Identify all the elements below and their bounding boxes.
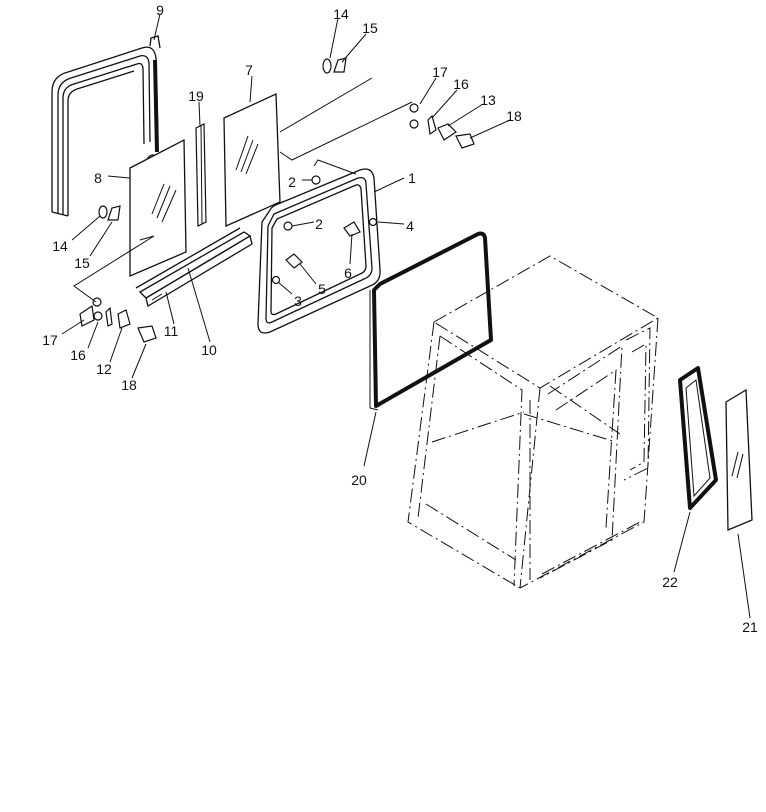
clip-icon bbox=[283, 221, 293, 231]
hardware-top-center bbox=[322, 57, 347, 74]
hardware-right bbox=[409, 103, 475, 149]
part-20-window-seal bbox=[369, 231, 493, 411]
callout-12: 12 bbox=[96, 361, 112, 377]
callout-18: 18 bbox=[506, 108, 522, 124]
part-19-seal-strip bbox=[195, 123, 207, 227]
callout-21: 21 bbox=[742, 619, 758, 635]
callout-11: 11 bbox=[164, 323, 179, 339]
hardware-left bbox=[98, 205, 121, 221]
clip-icon bbox=[368, 217, 378, 227]
callout-14: 14 bbox=[333, 6, 349, 22]
part-21-side-glass bbox=[725, 388, 753, 531]
callout-5: 5 bbox=[318, 281, 326, 297]
callout-4: 4 bbox=[406, 218, 414, 234]
callout-8: 8 bbox=[94, 170, 102, 186]
callout-10: 10 bbox=[201, 342, 217, 358]
fasteners-frame bbox=[285, 175, 361, 269]
part-7-fixed-glass bbox=[223, 93, 281, 227]
part-10-lower-rail bbox=[138, 231, 253, 308]
callout-16: 16 bbox=[453, 76, 469, 92]
leader-lines bbox=[61, 13, 751, 619]
callout-6: 6 bbox=[344, 265, 352, 281]
cab-outline bbox=[407, 255, 659, 589]
callout-17: 17 bbox=[42, 332, 58, 348]
callout-9: 9 bbox=[156, 2, 164, 18]
callout-2: 2 bbox=[288, 174, 296, 190]
part-9-window-channel bbox=[51, 35, 161, 217]
callout-20: 20 bbox=[351, 472, 367, 488]
callout-18: 18 bbox=[121, 377, 137, 393]
part-11-guide-rail bbox=[135, 227, 241, 301]
callout-14: 14 bbox=[52, 238, 68, 254]
clip-icon bbox=[271, 275, 281, 285]
callout-15: 15 bbox=[74, 255, 90, 271]
callout-1: 1 bbox=[408, 170, 416, 186]
callout-3: 3 bbox=[294, 293, 302, 309]
part-8-sliding-glass bbox=[129, 138, 187, 277]
callout-2: 2 bbox=[315, 216, 323, 232]
callout-15: 15 bbox=[362, 20, 378, 36]
part-1-window-frame bbox=[257, 168, 381, 334]
callout-16: 16 bbox=[70, 347, 86, 363]
part-22-side-seal bbox=[678, 366, 718, 510]
callout-17: 17 bbox=[432, 64, 448, 80]
callout-22: 22 bbox=[662, 574, 678, 590]
callout-7: 7 bbox=[245, 62, 253, 78]
callout-19: 19 bbox=[188, 88, 204, 104]
callout-13: 13 bbox=[480, 92, 496, 108]
hardware-left-lower bbox=[79, 297, 157, 343]
